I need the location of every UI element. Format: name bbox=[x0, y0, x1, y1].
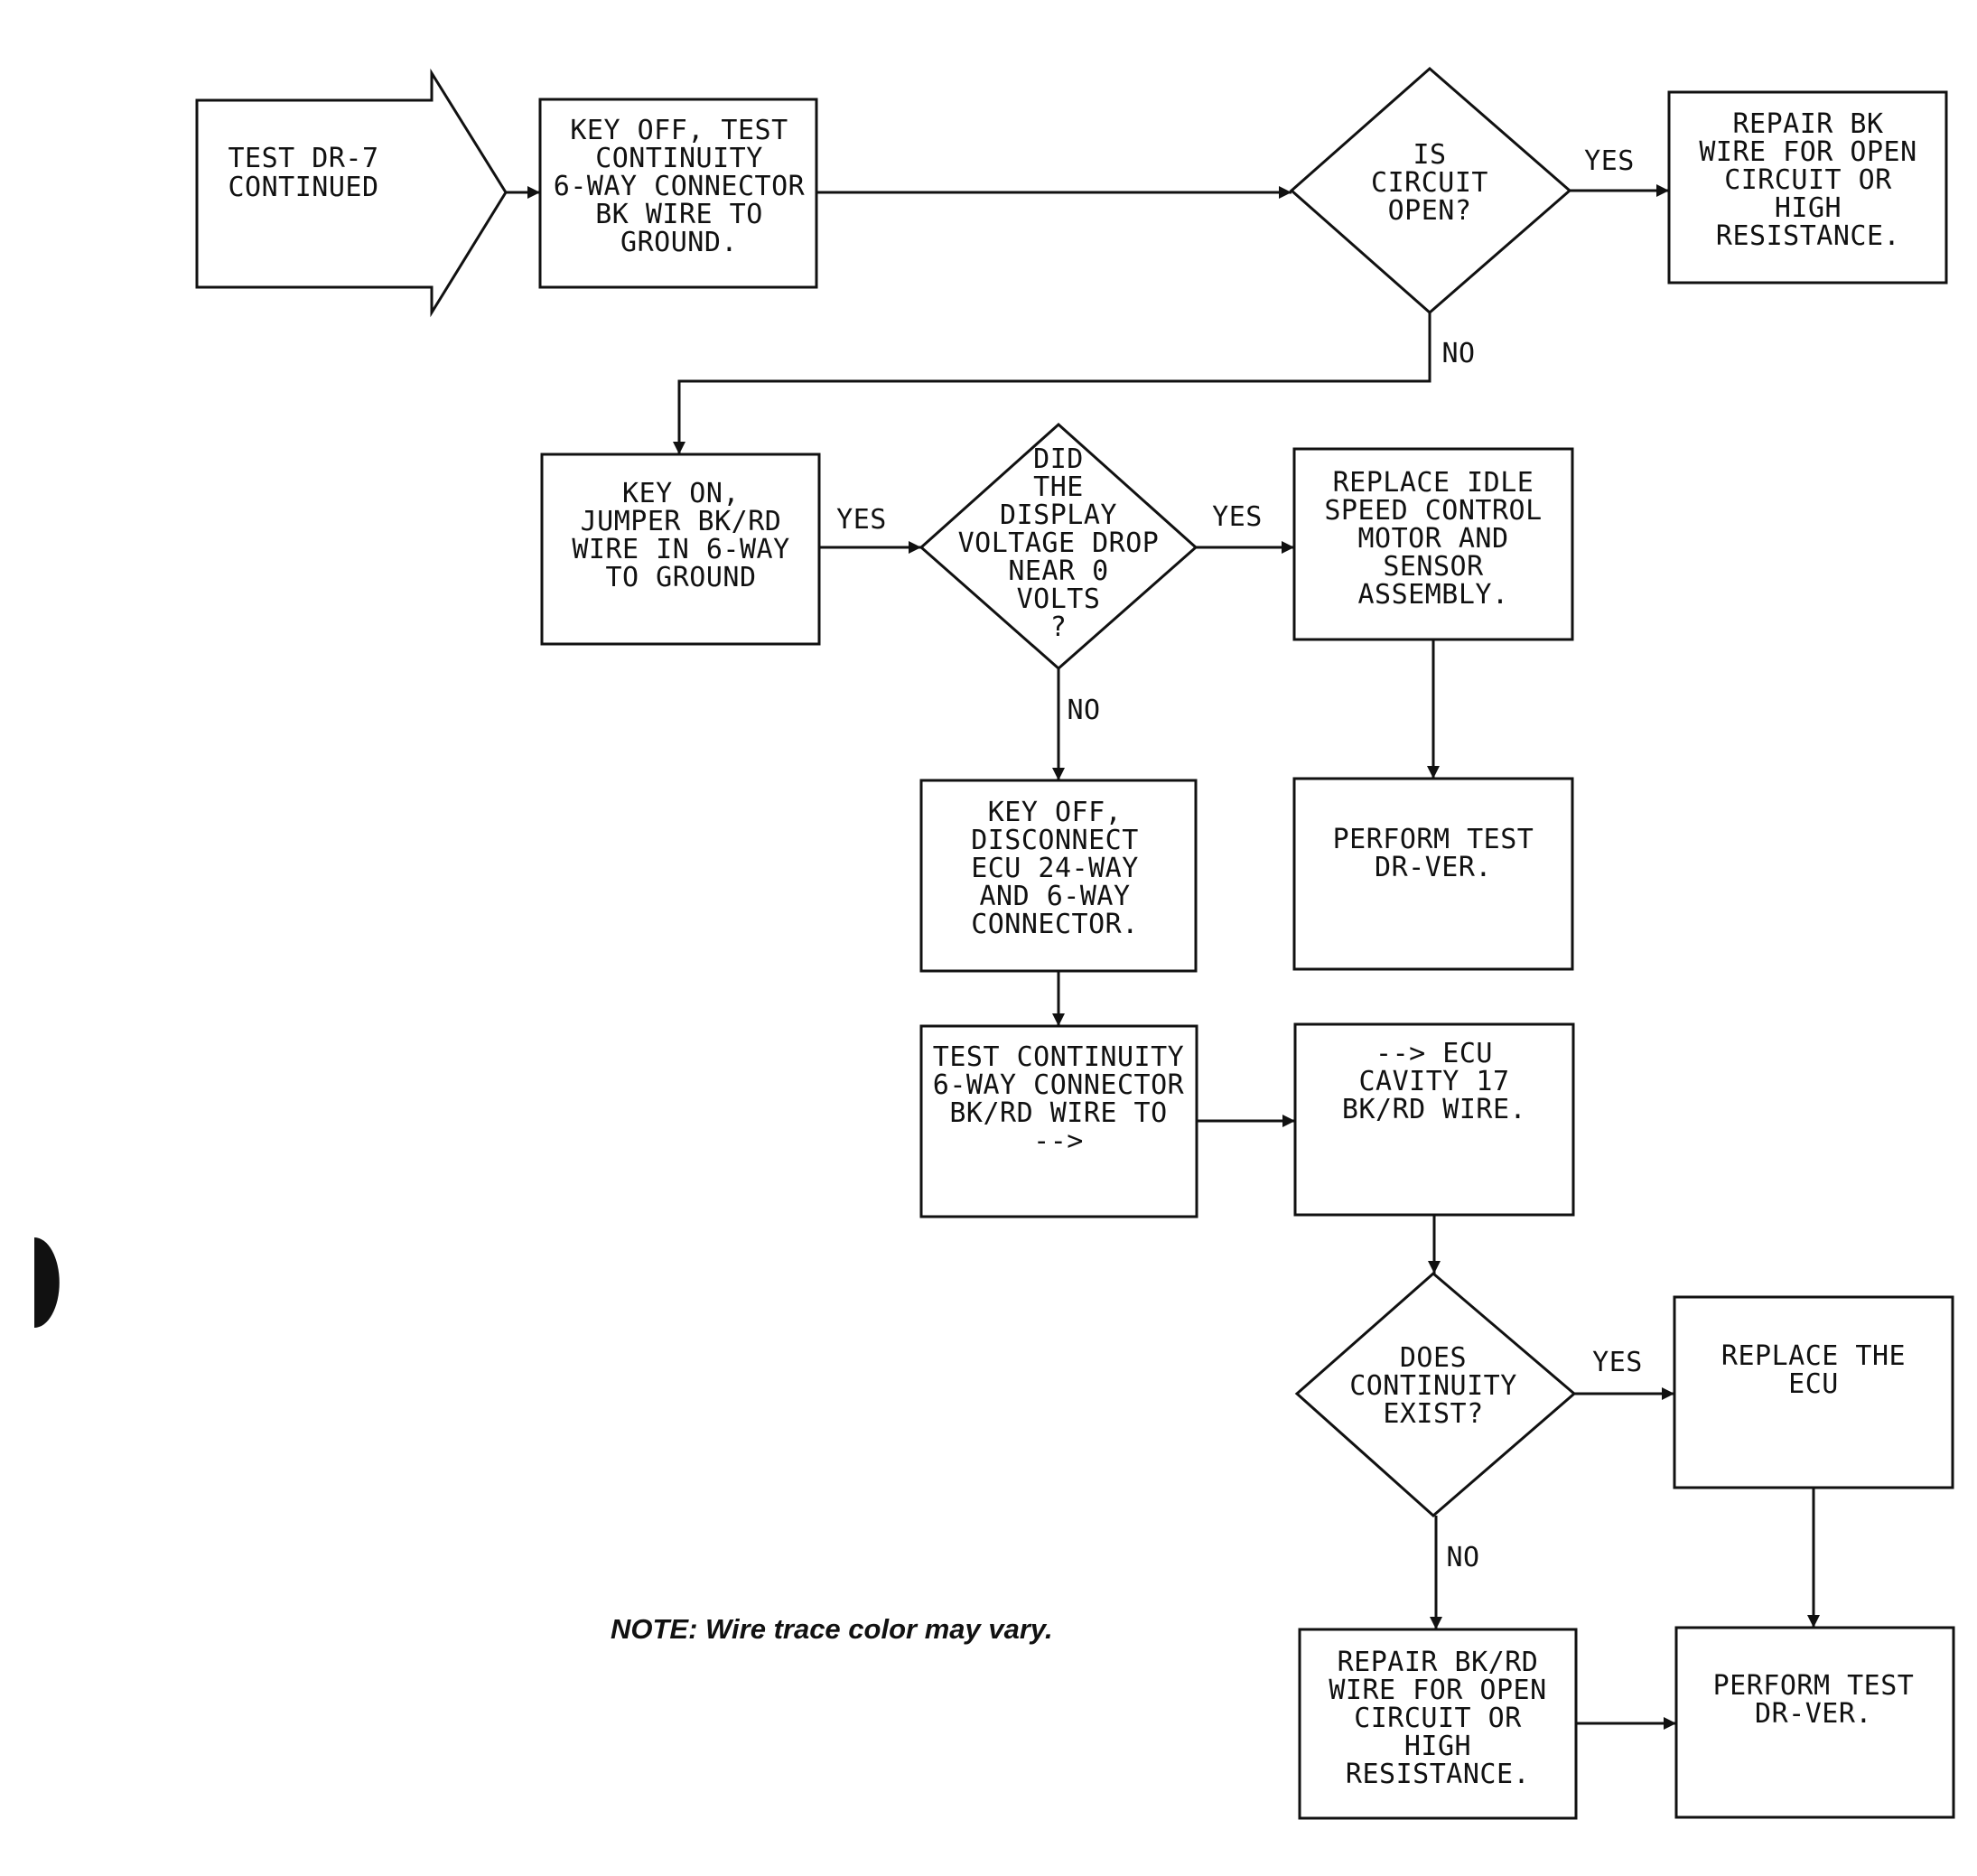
text-line: 6-WAY CONNECTOR bbox=[933, 1069, 1185, 1101]
text-line: THE bbox=[1033, 471, 1084, 503]
key-off-test-box bbox=[538, 98, 818, 289]
text-line: OPEN? bbox=[1388, 195, 1472, 227]
label-yes-jumper: YES bbox=[836, 504, 887, 536]
key-on-jumper-box bbox=[540, 453, 821, 646]
text-line: DOES bbox=[1400, 1342, 1467, 1374]
label-yes-voltage-drop: YES bbox=[1212, 501, 1263, 533]
text-line: KEY OFF, bbox=[988, 797, 1123, 828]
text-line: BK/RD WIRE TO bbox=[949, 1097, 1167, 1129]
start-arrow-shape bbox=[195, 68, 508, 318]
text-line: EXIST? bbox=[1383, 1398, 1483, 1430]
label-yes-circuit-open: YES bbox=[1584, 145, 1635, 177]
label-no-circuit-open: NO bbox=[1441, 338, 1475, 369]
text-line: IS bbox=[1413, 139, 1446, 171]
text-line: BK WIRE TO bbox=[595, 199, 763, 230]
text-line: PERFORM TEST bbox=[1713, 1670, 1915, 1702]
label-yes-continuity: YES bbox=[1592, 1347, 1643, 1378]
text-line: TEST DR-7 bbox=[228, 143, 378, 174]
label-no-voltage-drop: NO bbox=[1067, 695, 1100, 726]
text-line: TEST CONTINUITY bbox=[933, 1041, 1184, 1073]
text-line: REPLACE THE bbox=[1721, 1340, 1906, 1372]
text-line: WIRE IN 6-WAY bbox=[572, 534, 789, 565]
text-line: RESISTANCE. bbox=[1716, 220, 1900, 252]
text-line: DR-VER. bbox=[1375, 852, 1492, 883]
text-line: SENSOR bbox=[1383, 551, 1484, 583]
text-line: SPEED CONTROL bbox=[1324, 495, 1542, 527]
text-line: CONNECTOR. bbox=[971, 909, 1139, 940]
text-line: HIGH bbox=[1775, 192, 1842, 224]
text-line: RESISTANCE. bbox=[1346, 1759, 1530, 1790]
text-line: ECU bbox=[1788, 1368, 1839, 1400]
label-no-continuity: NO bbox=[1446, 1542, 1479, 1573]
repair-bkrd-box bbox=[1298, 1628, 1578, 1820]
text-line: --> bbox=[1033, 1125, 1084, 1157]
text-line: ? bbox=[1050, 611, 1068, 643]
ecu-cavity-box bbox=[1293, 1022, 1575, 1217]
note-text: NOTE: Wire trace color may vary. bbox=[611, 1613, 1053, 1645]
text-line: MOTOR AND bbox=[1357, 523, 1508, 555]
text-line: REPLACE IDLE bbox=[1333, 467, 1534, 499]
repair-bk-box bbox=[1667, 90, 1948, 285]
text-line: GROUND. bbox=[620, 227, 738, 258]
arrow-circuit-open-no bbox=[673, 313, 1431, 454]
text-line: WIRE FOR OPEN bbox=[1329, 1675, 1546, 1706]
text-line: KEY OFF, TEST bbox=[570, 115, 788, 146]
text-line: CONTINUITY bbox=[1349, 1370, 1517, 1402]
text-line: VOLTS bbox=[1017, 583, 1101, 615]
replace-ecu-box bbox=[1673, 1295, 1954, 1489]
continuity-exist-diamond bbox=[1294, 1272, 1577, 1517]
text-line: BK/RD WIRE. bbox=[1342, 1094, 1526, 1125]
text-line: DISPLAY bbox=[1000, 499, 1117, 531]
text-line: --> ECU bbox=[1376, 1038, 1493, 1069]
text-line: DISCONNECT bbox=[971, 825, 1139, 856]
text-line: NEAR 0 bbox=[1008, 555, 1108, 587]
text-line: CONTINUED bbox=[228, 172, 378, 203]
text-line: WIRE FOR OPEN bbox=[1699, 136, 1916, 168]
replace-idle-box bbox=[1292, 447, 1574, 641]
text-line: KEY ON, bbox=[622, 478, 740, 509]
text-line: TO GROUND bbox=[605, 562, 756, 593]
text-line: CIRCUIT bbox=[1371, 167, 1488, 199]
text-line: CONTINUITY bbox=[595, 143, 763, 174]
text-line: HIGH bbox=[1404, 1731, 1471, 1762]
text-line: CIRCUIT OR bbox=[1354, 1703, 1522, 1734]
text-line: AND 6-WAY bbox=[979, 881, 1130, 912]
disconnect-ecu-box bbox=[919, 779, 1198, 973]
perform-ver-box-2 bbox=[1674, 1626, 1955, 1819]
text-line: JUMPER BK/RD bbox=[581, 506, 782, 537]
text-line: ASSEMBLY. bbox=[1357, 579, 1508, 611]
text-line: PERFORM TEST bbox=[1333, 824, 1534, 855]
text-line: DR-VER. bbox=[1755, 1698, 1872, 1730]
text-line: REPAIR BK bbox=[1732, 108, 1883, 140]
text-line: 6-WAY CONNECTOR bbox=[554, 171, 806, 202]
text-line: DID bbox=[1033, 443, 1084, 475]
text-line: REPAIR BK/RD bbox=[1338, 1647, 1539, 1678]
text-line: VOLTAGE DROP bbox=[958, 527, 1160, 559]
perform-ver-box-1 bbox=[1292, 777, 1574, 971]
page-edge-mark bbox=[34, 1237, 60, 1328]
text-line: ECU 24-WAY bbox=[971, 853, 1139, 884]
text-line: CAVITY 17 bbox=[1358, 1066, 1509, 1097]
text-line: CIRCUIT OR bbox=[1724, 164, 1892, 196]
